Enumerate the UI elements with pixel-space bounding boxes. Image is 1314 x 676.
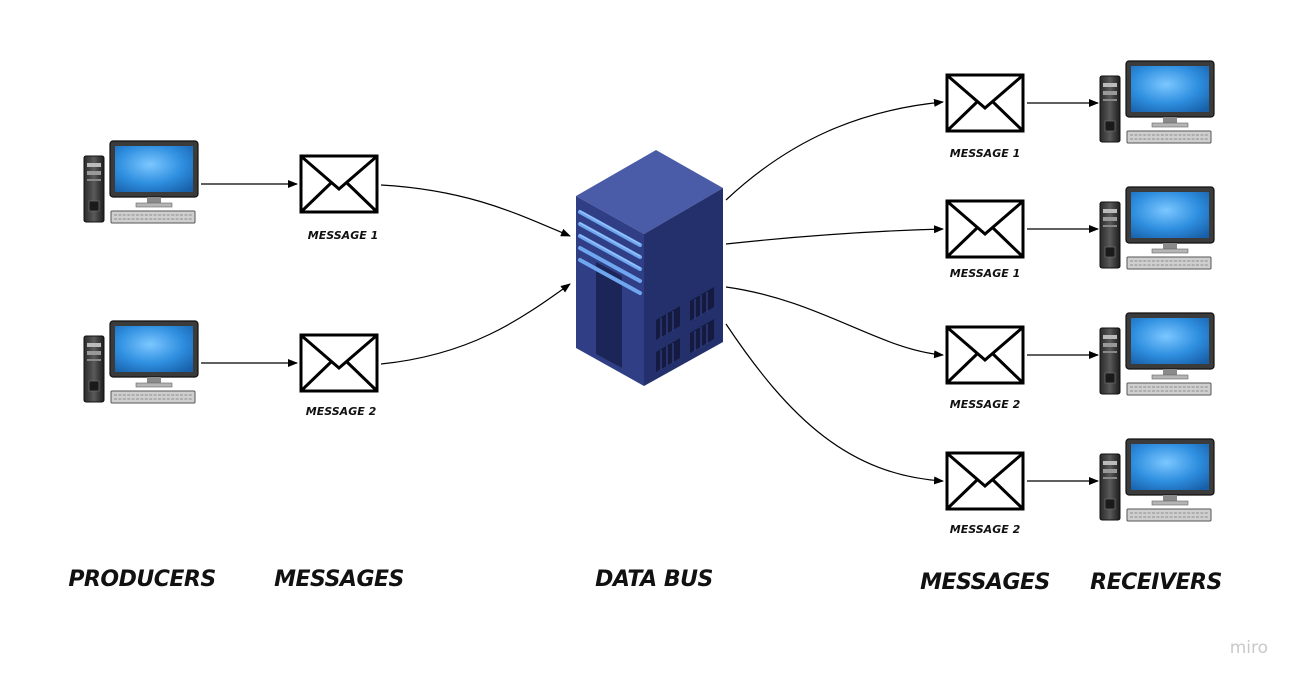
message-label-out-4: MESSAGE 2 — [950, 523, 1021, 536]
column-label-data-bus: DATA BUS — [595, 567, 713, 592]
arrow-message-2-to-bus — [380, 283, 571, 365]
column-label-producers: PRODUCERS — [68, 567, 215, 592]
arrow-bus-to-message-out-1 — [725, 98, 944, 201]
column-label-messages-out: MESSAGES — [920, 570, 1050, 595]
receiver-computer-4 — [1099, 438, 1215, 522]
message-label-out-3: MESSAGE 2 — [950, 398, 1021, 411]
message-label-in-1: MESSAGE 1 — [308, 229, 378, 242]
miro-watermark: miro — [1230, 638, 1268, 658]
receiver-computer-3 — [1099, 312, 1215, 396]
server-icon — [576, 150, 723, 386]
message-label-out-1: MESSAGE 1 — [950, 147, 1020, 160]
arrow-bus-to-message-out-2 — [725, 225, 944, 245]
arrow-bus-to-message-out-3 — [725, 286, 944, 359]
producer-computer-2 — [83, 320, 199, 404]
envelope-icon-out-2 — [945, 199, 1025, 259]
envelope-icon-out-3 — [945, 325, 1025, 385]
receiver-computer-1 — [1099, 60, 1215, 144]
envelope-icon-out-4 — [945, 451, 1025, 511]
message-label-in-2: MESSAGE 2 — [306, 405, 377, 418]
arrow-message-1-to-bus — [380, 184, 571, 237]
message-label-out-2: MESSAGE 1 — [950, 267, 1020, 280]
envelope-icon-out-1 — [945, 73, 1025, 133]
column-label-messages-in: MESSAGES — [274, 567, 404, 592]
column-label-receivers: RECEIVERS — [1090, 570, 1222, 595]
envelope-icon-in-2 — [299, 333, 379, 393]
envelope-icon-in-1 — [299, 154, 379, 214]
arrow-bus-to-message-out-4 — [725, 323, 944, 485]
producer-computer-1 — [83, 140, 199, 224]
receiver-computer-2 — [1099, 186, 1215, 270]
